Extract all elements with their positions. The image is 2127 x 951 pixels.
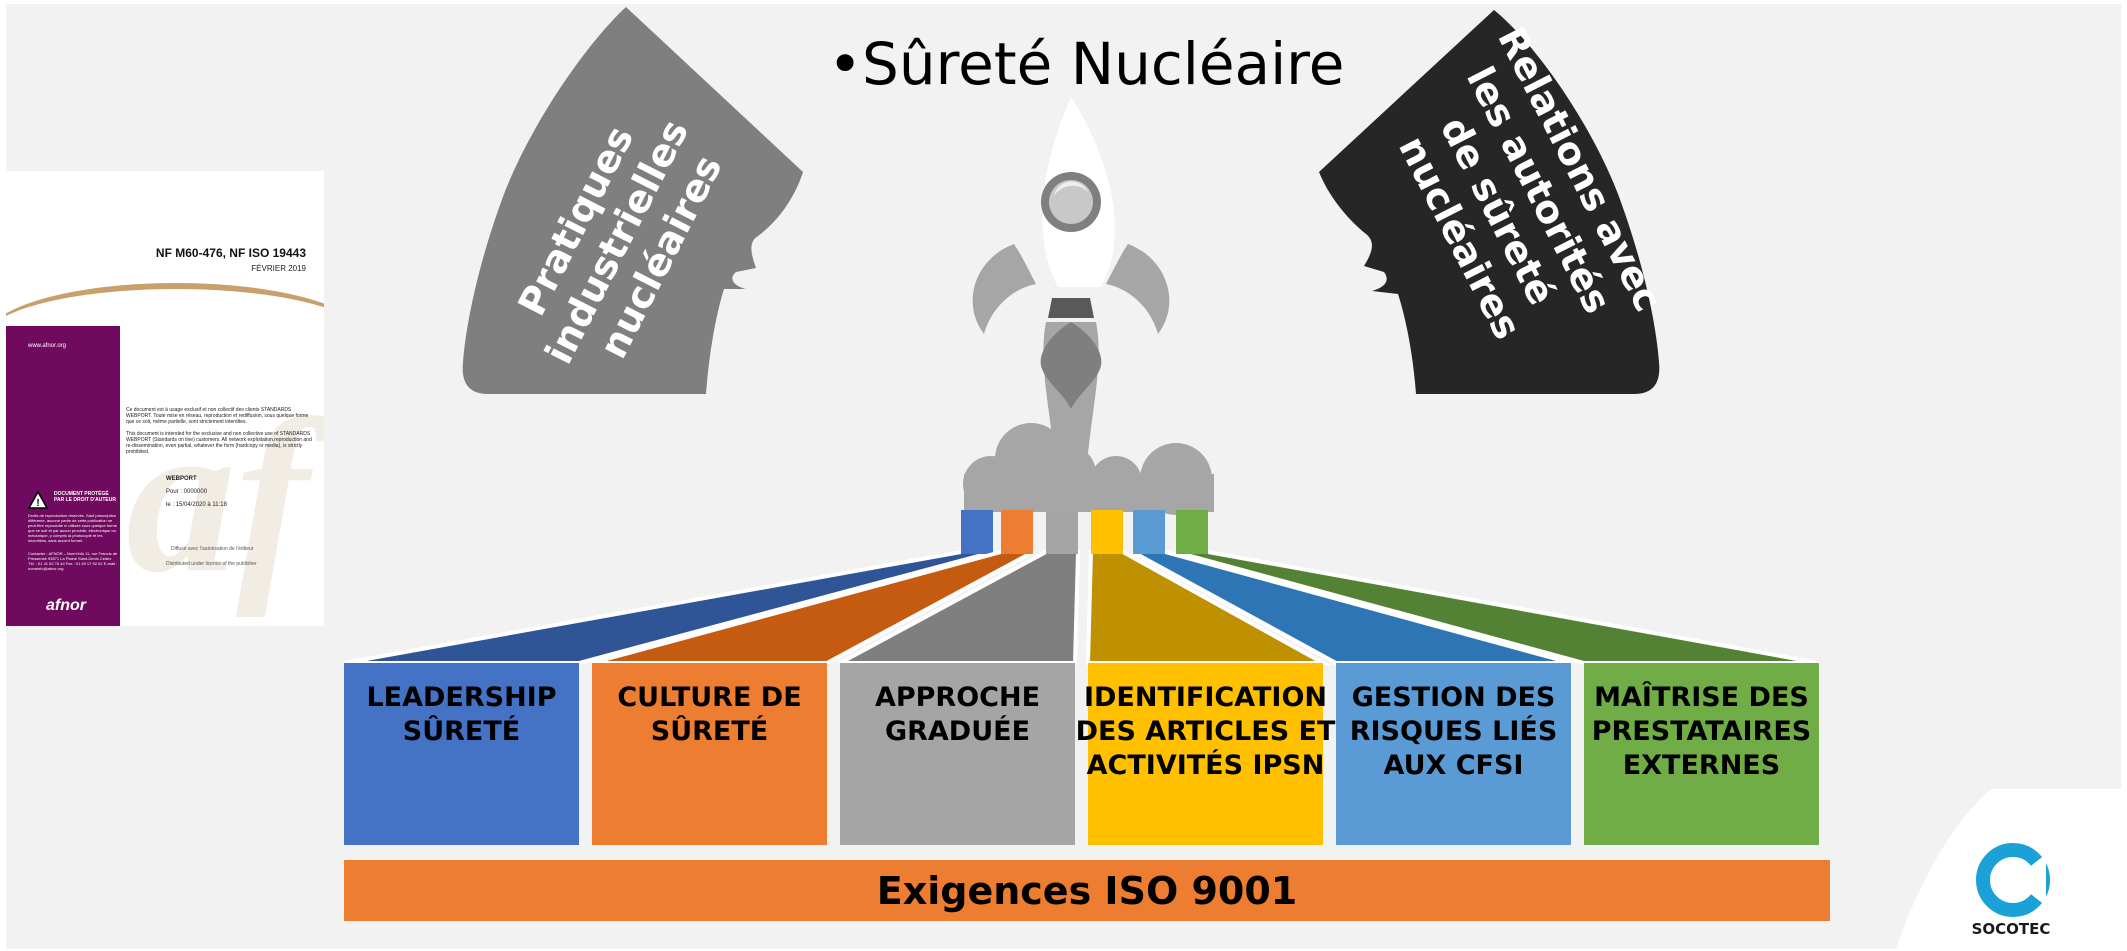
pillar-box-1: [344, 663, 579, 845]
rocket-left-fin: [972, 244, 1036, 334]
page-title: Sûreté Nucléaire: [862, 30, 1344, 98]
pillar-1-line-1: LEADERSHIP: [366, 682, 556, 713]
rocket-exhaust-5: [1133, 510, 1165, 554]
document-date: FÉVRIER 2019: [251, 264, 306, 273]
pillar-box-4: [1088, 663, 1323, 845]
document-distributed: Distributed under licence of the publish…: [166, 561, 257, 567]
pillar-6-line-2: PRESTATAIRES: [1592, 716, 1812, 747]
pillar-4-line-1: IDENTIFICATION: [1084, 682, 1327, 713]
diagram-canvas: • Sûreté Nucléaire Pratiques industriell…: [343, 7, 2121, 949]
logo-corner-shape: [1896, 789, 2121, 949]
pillar-2-line-1: CULTURE DE: [617, 682, 801, 713]
rocket-exhaust-4: [1091, 510, 1123, 554]
pillar-box-3: [840, 663, 1075, 845]
rocket-exhaust-2: [1001, 510, 1033, 554]
document-protected-title: DOCUMENT PROTÉGÉ PAR LE DROIT D'AUTEUR: [54, 491, 116, 503]
pillar-box-5: [1336, 663, 1571, 845]
pillar-box-2: [592, 663, 827, 845]
rocket-drop: [1040, 322, 1102, 409]
pillar-2-line-2: SÛRETÉ: [651, 715, 768, 747]
right-speech-bubble: [1319, 10, 1660, 394]
left-speech-bubble: [462, 7, 803, 394]
document-le: le : 15/04/2020 à 11:18: [166, 502, 227, 508]
rocket-exhaust-1: [961, 510, 993, 554]
pillar-3-line-2: GRADUÉE: [885, 715, 1030, 747]
document-reference: NF M60-476, NF ISO 19443: [155, 246, 306, 260]
document-contact: Contacter : AFNOR – Norm'Info 11, rue Fr…: [28, 551, 118, 571]
slide: af NF M60-476, NF ISO 19443 FÉVRIER 2019…: [6, 4, 2121, 949]
rocket-icon: [963, 97, 1214, 515]
rocket-window-reflection: [1054, 181, 1088, 196]
pillar-4-line-2: DES ARTICLES ET: [1076, 716, 1336, 747]
pillar-5-line-1: GESTION DES: [1352, 682, 1556, 713]
pillar-4-line-3: ACTIVITÉS IPSN: [1087, 749, 1325, 781]
document-swoosh: [6, 283, 324, 349]
pillar-1-line-2: SÛRETÉ: [403, 715, 520, 747]
document-notice-en: This document is intended for the exclus…: [126, 431, 312, 455]
document-notice-fr: Ce document est à usage exclusif et non …: [126, 407, 309, 425]
iso9001-base-bar: [344, 860, 1830, 921]
document-purple-band: [6, 326, 120, 626]
pillar-5-line-3: AUX CFSI: [1384, 750, 1524, 781]
afnor-logo: afnor: [46, 597, 86, 614]
pillar-5-line-2: RISQUES LIÉS: [1350, 715, 1558, 747]
rocket-right-fin: [1106, 244, 1170, 334]
standard-document-thumbnail[interactable]: af NF M60-476, NF ISO 19443 FÉVRIER 2019…: [6, 171, 324, 626]
rocket-exhaust-3: [1046, 510, 1078, 554]
socotec-logo-text: SOCOTEC: [1972, 920, 2051, 938]
pillar-6-line-1: MAÎTRISE DES: [1594, 681, 1809, 713]
pillar-box-6: [1584, 663, 1819, 845]
title-bullet: •: [828, 30, 862, 98]
logo-cutout: [2013, 854, 2046, 906]
warning-icon: !: [27, 490, 49, 509]
pillar-6-line-3: EXTERNES: [1623, 750, 1780, 781]
iso9001-label: Exigences ISO 9001: [877, 869, 1297, 913]
document-diffuse: Diffusé avec l'autorisation de l'éditeur: [171, 546, 254, 552]
document-client: WEBPORT: [166, 476, 197, 482]
smoke-cloud: [963, 423, 1214, 515]
document-pour: Pour : 0000000: [166, 489, 208, 495]
document-site: www.afnor.org: [28, 343, 67, 349]
rocket-exhaust-6: [1176, 510, 1208, 554]
afnor-watermark: af: [126, 374, 310, 618]
svg-text:!: !: [36, 498, 39, 509]
pillar-3-line-1: APPROCHE: [875, 682, 1040, 713]
document-protected-text: Droits de reproduction réservés. Sauf pr…: [28, 513, 117, 543]
pillar-beams: [343, 510, 1820, 665]
socotec-logo: SOCOTEC: [1972, 843, 2051, 938]
rocket-window-glass: [1049, 180, 1093, 224]
rocket-nozzle: [1048, 298, 1094, 318]
